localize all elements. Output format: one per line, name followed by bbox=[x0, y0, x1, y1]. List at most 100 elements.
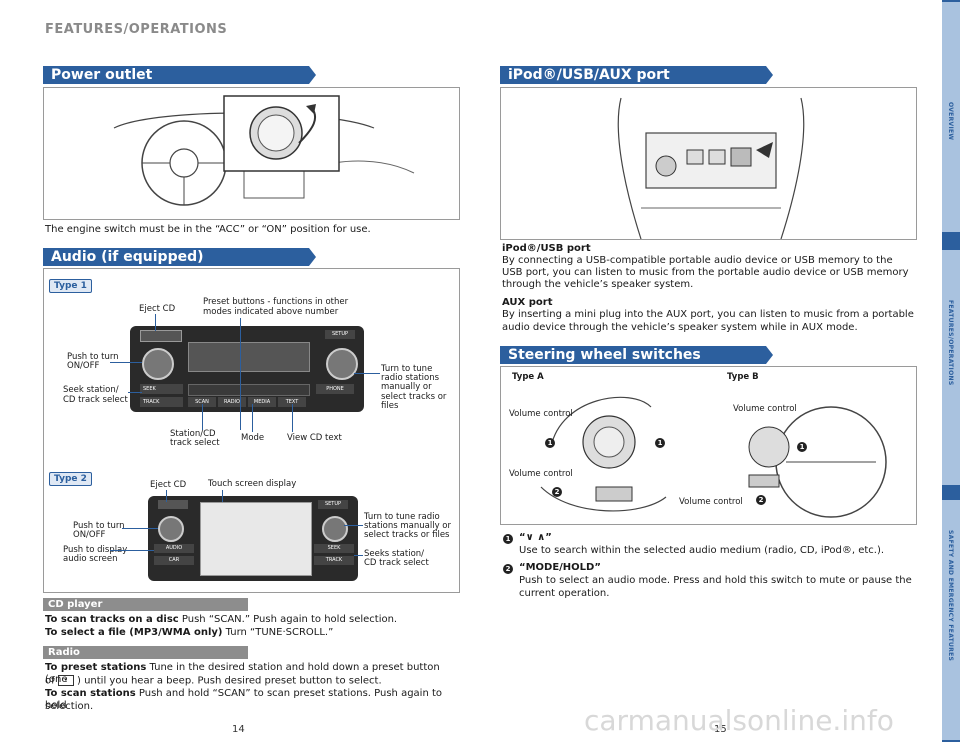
watermark: carmanualsonline.info bbox=[584, 704, 894, 737]
side-tab-features[interactable]: FEATURES/OPERATIONS bbox=[942, 250, 960, 485]
leader-line bbox=[222, 490, 223, 502]
car-button[interactable]: CAR bbox=[154, 556, 194, 565]
display-audio-label-1: Push to display bbox=[63, 545, 128, 555]
type2-seeks-label-2: CD track select bbox=[364, 558, 429, 568]
type2-head-unit: SETUP AUDIO CAR SEEK TRACK bbox=[148, 496, 358, 581]
side-tab-safety[interactable]: SAFETY AND EMERGENCY FEATURES bbox=[942, 500, 960, 740]
side-tab-overview[interactable]: OVERVIEW bbox=[942, 2, 960, 232]
steering-figure bbox=[500, 366, 917, 525]
leader-line bbox=[252, 404, 253, 432]
power-volume-knob[interactable] bbox=[142, 348, 174, 380]
tune-label-1: Turn to tune bbox=[381, 364, 433, 374]
dashboard-illustration bbox=[113, 95, 415, 206]
leader-line bbox=[292, 404, 293, 432]
cd-player-line-2: To select a file (MP3/WMA only) Turn “TU… bbox=[45, 627, 455, 639]
phone-button[interactable]: PHONE bbox=[316, 384, 354, 394]
seek-label-1: Seek station/ bbox=[63, 385, 119, 395]
eject-cd-label: Eject CD bbox=[139, 304, 176, 314]
type2-eject-button[interactable] bbox=[158, 500, 188, 509]
steering-banner: Steering wheel switches bbox=[500, 346, 773, 364]
preset-buttons[interactable] bbox=[188, 384, 310, 396]
item-2-line-2: current operation. bbox=[519, 588, 610, 599]
type2-eject-label: Eject CD bbox=[150, 480, 187, 490]
type2-power-knob[interactable] bbox=[158, 516, 184, 542]
radio-header: Radio bbox=[43, 646, 248, 659]
volume-control-label-a2: Volume control bbox=[509, 469, 573, 479]
usb-heading: iPod®/USB port bbox=[502, 243, 591, 254]
type1-tag: Type 1 bbox=[49, 279, 92, 293]
type2-tune-label-3: select tracks or files bbox=[364, 530, 450, 540]
page-number-left: 14 bbox=[232, 724, 245, 735]
console-illustration bbox=[617, 97, 805, 240]
aux-heading: AUX port bbox=[502, 297, 553, 308]
text-button[interactable]: TEXT bbox=[278, 397, 306, 407]
leader-line bbox=[344, 525, 363, 526]
item-1-text: Use to search within the selected audio … bbox=[519, 545, 885, 556]
touch-screen[interactable] bbox=[200, 502, 312, 576]
page-number-right: 15 bbox=[714, 724, 727, 735]
radio-line-2b: ) until you hear a beep. Push desired pr… bbox=[73, 675, 382, 687]
power-outlet-caption: The engine switch must be in the “ACC” o… bbox=[45, 224, 371, 235]
radio-line-4: selection. bbox=[45, 701, 94, 712]
radio-line-3: To scan stations Push and hold “SCAN” to… bbox=[45, 688, 465, 712]
aux-line-2: audio device through the vehicle’s speak… bbox=[502, 322, 858, 333]
radio-line-2: of • ) until you hear a beep. Push desir… bbox=[45, 675, 465, 688]
leader-line bbox=[155, 314, 156, 331]
radio-line-1: To preset stations Tune in the desired s… bbox=[45, 662, 465, 686]
section-header: FEATURES/OPERATIONS bbox=[45, 22, 228, 37]
cd-scan-bold: To scan tracks on a disc bbox=[45, 614, 179, 625]
tune-scroll-knob[interactable] bbox=[326, 348, 358, 380]
ipod-figure bbox=[500, 87, 917, 240]
item-2-badge: 2 bbox=[503, 564, 513, 574]
ipod-banner: iPod®/USB/AUX port bbox=[500, 66, 773, 84]
type2-seek-button[interactable]: SEEK bbox=[314, 544, 354, 553]
view-cd-text-label: View CD text bbox=[287, 433, 342, 443]
eject-button[interactable] bbox=[140, 330, 182, 342]
leader-line bbox=[240, 318, 241, 430]
side-tab-overview-label: OVERVIEW bbox=[947, 102, 954, 141]
type1-head-unit: SETUP SEEK TRACK SCAN RADIO MEDIA TEXT P… bbox=[130, 326, 364, 412]
touch-screen-label: Touch screen display bbox=[208, 479, 297, 489]
type2-seeks-label-1: Seeks station/ bbox=[364, 549, 425, 559]
side-tab-safety-label: SAFETY AND EMERGENCY FEATURES bbox=[947, 530, 954, 662]
type2-tune-knob[interactable] bbox=[322, 516, 348, 542]
display-audio-label-2: audio screen bbox=[63, 554, 118, 564]
aux-line-1: By inserting a mini plug into the AUX po… bbox=[502, 309, 914, 320]
radio-scan-bold: To scan stations bbox=[45, 688, 136, 699]
power-outlet-figure bbox=[43, 87, 460, 220]
side-tab-features-label: FEATURES/OPERATIONS bbox=[947, 300, 954, 386]
usb-line-2: USB port, you can listen to music from t… bbox=[502, 267, 909, 278]
type2-push-label-1: Push to turn bbox=[73, 521, 125, 531]
tune-label-2: radio stations bbox=[381, 373, 440, 383]
usb-line-1: By connecting a USB-compatible portable … bbox=[502, 255, 893, 266]
setup-button[interactable]: SETUP bbox=[325, 330, 355, 339]
media-button[interactable]: MEDIA bbox=[248, 397, 276, 407]
cd-select-text: Turn “TUNE·SCROLL.” bbox=[222, 627, 334, 638]
station-label-2: track select bbox=[170, 438, 220, 448]
volume-control-label-b2: Volume control bbox=[679, 497, 743, 507]
callout-1-b: 1 bbox=[797, 442, 807, 452]
tune-label-4: select tracks or bbox=[381, 392, 447, 402]
leader-line bbox=[166, 490, 167, 502]
scan-button[interactable]: SCAN bbox=[188, 397, 216, 407]
type2-push-label-2: ON/OFF bbox=[73, 530, 106, 540]
audio-button[interactable]: AUDIO bbox=[154, 544, 194, 553]
seek-button[interactable]: SEEK bbox=[140, 384, 183, 394]
type2-setup-button[interactable]: SETUP bbox=[318, 500, 348, 509]
push-turn-label-1: Push to turn bbox=[67, 352, 119, 362]
callout-2-a: 2 bbox=[552, 487, 562, 497]
type1-display bbox=[188, 342, 310, 372]
radio-button[interactable]: RADIO bbox=[218, 397, 246, 407]
item-2-line-1: Push to select an audio mode. Press and … bbox=[519, 575, 912, 586]
type-b-label: Type B bbox=[727, 372, 759, 382]
mode-label: Mode bbox=[241, 433, 265, 443]
leader-line bbox=[110, 362, 142, 363]
track-button[interactable]: TRACK bbox=[140, 397, 183, 407]
leader-line bbox=[110, 550, 154, 551]
volume-control-label-b1: Volume control bbox=[733, 404, 797, 414]
item-1-title: “∨ ∧” bbox=[519, 532, 552, 543]
item-2-title: “MODE/HOLD” bbox=[519, 562, 601, 573]
type2-track-button[interactable]: TRACK bbox=[314, 556, 354, 565]
preset-label-1: Preset buttons - functions in other bbox=[203, 297, 349, 307]
preset-label-2: modes indicated above number bbox=[203, 307, 339, 317]
